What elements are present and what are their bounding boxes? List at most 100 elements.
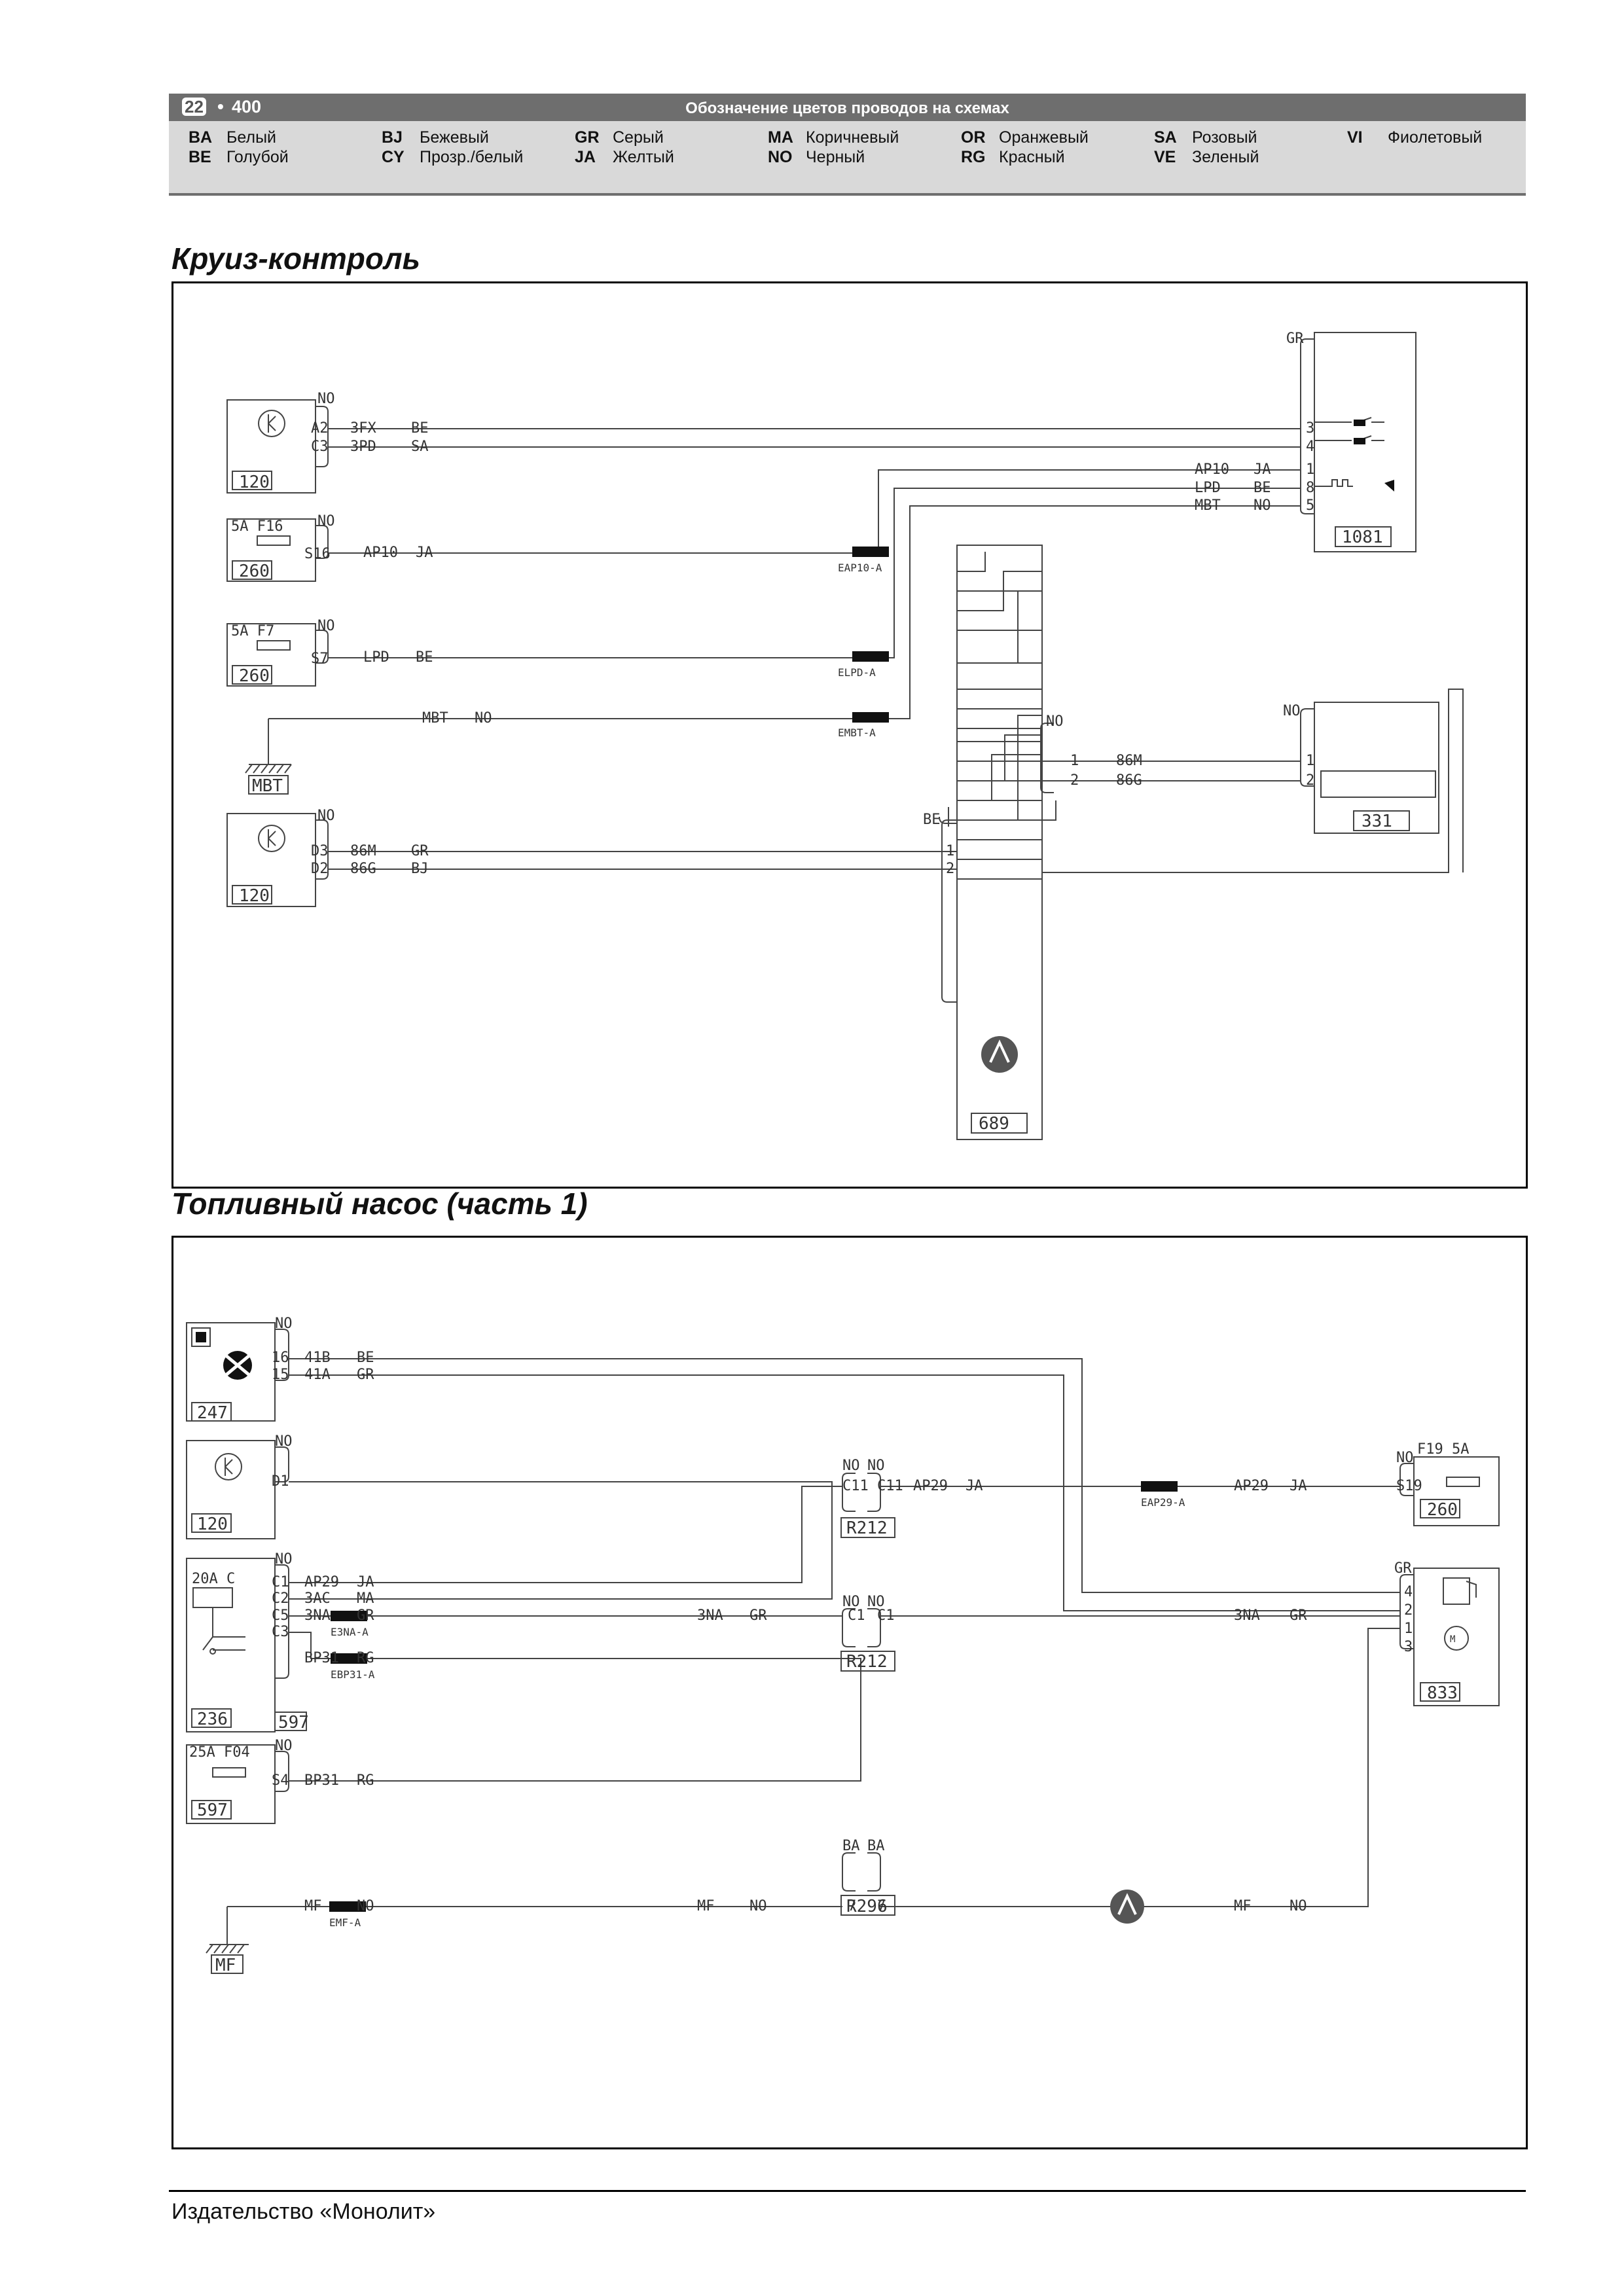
svg-text:E3NA-A: E3NA-A	[331, 1626, 369, 1638]
svg-text:JA: JA	[1290, 1478, 1307, 1494]
svg-text:NO: NO	[867, 1594, 885, 1610]
svg-text:120: 120	[197, 1515, 228, 1534]
wire-ap29-left	[289, 1486, 842, 1583]
svg-text:3PD: 3PD	[350, 439, 376, 455]
splice-elpd	[852, 651, 889, 662]
wire-lpd	[328, 488, 1301, 658]
svg-text:5A F16: 5A F16	[231, 518, 283, 535]
svg-text:C11: C11	[877, 1478, 903, 1494]
svg-text:NO: NO	[275, 1316, 293, 1332]
svg-text:NO: NO	[1046, 713, 1064, 730]
svg-text:GR: GR	[357, 1367, 374, 1383]
svg-text:NO: NO	[842, 1594, 860, 1610]
svg-text:BA: BA	[867, 1838, 885, 1854]
connector-r296	[842, 1852, 856, 1892]
svg-text:86G: 86G	[1116, 772, 1142, 789]
connector-120-bottom	[226, 813, 316, 907]
svg-text:236: 236	[197, 1710, 228, 1729]
svg-text:BA: BA	[842, 1838, 860, 1854]
svg-text:GR: GR	[357, 1607, 374, 1624]
svg-text:4: 4	[1306, 439, 1314, 455]
svg-text:2: 2	[1306, 772, 1314, 789]
pump-833	[1413, 1568, 1500, 1706]
svg-text:260: 260	[239, 562, 270, 581]
svg-text:NO: NO	[317, 513, 335, 529]
svg-text:NO: NO	[275, 1433, 293, 1450]
svg-text:BP31: BP31	[304, 1772, 339, 1789]
svg-text:8: 8	[1306, 480, 1314, 496]
svg-text:F19 5A: F19 5A	[1417, 1441, 1469, 1458]
wire-bp31	[289, 1632, 861, 1782]
splice-emf	[329, 1901, 366, 1912]
svg-text:3: 3	[1404, 1639, 1413, 1655]
svg-text:LPD: LPD	[1195, 480, 1221, 496]
svg-text:R296: R296	[846, 1897, 888, 1916]
connector-r212-bottom	[842, 1608, 856, 1647]
svg-text:AP10: AP10	[1195, 461, 1229, 478]
svg-text:NO: NO	[1254, 497, 1271, 514]
splice-e3na	[331, 1611, 367, 1621]
svg-text:NO: NO	[1290, 1898, 1307, 1914]
wire-mbt	[268, 505, 1301, 719]
svg-text:EBP31-A: EBP31-A	[331, 1668, 375, 1681]
cruise-control-title: Круиз-контроль	[171, 242, 420, 276]
svg-text:EMF-A: EMF-A	[329, 1916, 361, 1929]
svg-text:3NA: 3NA	[697, 1607, 723, 1624]
svg-text:NO: NO	[749, 1898, 767, 1914]
svg-text:597: 597	[197, 1801, 228, 1820]
fuse-f19	[1413, 1456, 1500, 1526]
svg-text:86M: 86M	[350, 843, 376, 859]
svg-text:MF: MF	[1234, 1898, 1252, 1914]
svg-text:JA: JA	[1254, 461, 1271, 478]
svg-text:NO: NO	[357, 1898, 374, 1914]
svg-text:GR: GR	[749, 1607, 767, 1624]
wire-ap10	[328, 469, 1301, 554]
svg-text:NO: NO	[275, 1551, 293, 1568]
svg-text:5: 5	[1306, 497, 1314, 514]
svg-text:R212: R212	[846, 1652, 888, 1672]
svg-text:BE: BE	[357, 1350, 374, 1366]
svg-text:AP29: AP29	[304, 1574, 339, 1590]
svg-text:1: 1	[1306, 753, 1314, 769]
svg-text:1: 1	[1070, 753, 1079, 769]
connector-331	[1314, 702, 1439, 834]
svg-text:S19: S19	[1396, 1478, 1422, 1494]
fuel-pump-title: Топливный насос (часть 1)	[171, 1187, 588, 1221]
wire-d1	[289, 1481, 833, 1600]
svg-text:C1: C1	[877, 1607, 895, 1624]
svg-text:BE: BE	[416, 649, 433, 666]
svg-text:16: 16	[272, 1350, 289, 1366]
svg-text:MBT: MBT	[422, 710, 448, 726]
svg-text:20A C: 20A C	[192, 1571, 235, 1587]
svg-text:BE: BE	[923, 812, 941, 828]
svg-text:S7: S7	[311, 651, 329, 667]
svg-text:C5: C5	[272, 1607, 289, 1624]
ground-mf	[209, 1907, 249, 1945]
svg-text:3NA: 3NA	[1234, 1607, 1260, 1624]
svg-text:NO: NO	[1396, 1450, 1414, 1466]
svg-text:NO: NO	[475, 710, 492, 726]
svg-text:2: 2	[1404, 1602, 1413, 1619]
wire-41a	[289, 1374, 1400, 1611]
svg-text:833: 833	[1427, 1683, 1458, 1703]
svg-text:EAP10-A: EAP10-A	[838, 562, 882, 574]
splice-eap10	[852, 547, 889, 557]
svg-text:MF: MF	[697, 1898, 715, 1914]
page-number: 400	[232, 97, 262, 117]
wire-41b	[289, 1358, 1400, 1593]
svg-text:1081: 1081	[1342, 528, 1383, 547]
svg-text:S16: S16	[304, 546, 331, 562]
svg-text:RG: RG	[357, 1650, 374, 1666]
svg-text:86M: 86M	[1116, 753, 1142, 769]
svg-text:BJ: BJ	[411, 861, 429, 877]
fuel-gauge-icon	[196, 1332, 252, 1380]
